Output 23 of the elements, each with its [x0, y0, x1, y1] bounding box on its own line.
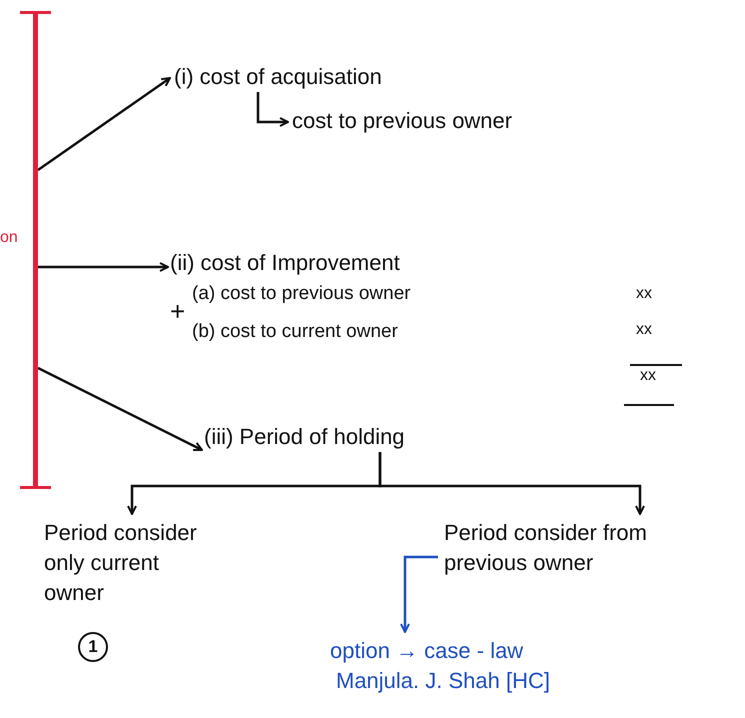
node-text: cost to previous owner — [292, 107, 512, 135]
node-text: Manjula. J. Shah [HC] — [335, 667, 550, 695]
node-text: option → case - law — [329, 637, 524, 665]
circled-number: 1 — [78, 632, 108, 662]
table-text: xx — [640, 368, 656, 384]
table-text: (b) cost to current owner — [192, 322, 398, 341]
cut-off-text: on — [0, 230, 18, 246]
arrow — [400, 556, 438, 633]
arrow — [256, 92, 289, 127]
node-text: Period consider only current owner — [44, 519, 198, 607]
arrow — [378, 452, 645, 515]
arrow — [38, 262, 169, 272]
table-text: xx — [636, 322, 652, 338]
vertical-bar — [33, 12, 38, 488]
arrow — [37, 76, 171, 172]
node-text: (ii) cost of Improvement — [170, 249, 400, 277]
table-text: xx — [636, 286, 652, 302]
plus-sign: + — [170, 298, 186, 324]
node-text: Period consider from previous owner — [444, 519, 648, 577]
table-text: (a) cost to previous owner — [192, 284, 411, 303]
node-text: (i) cost of acquisation — [174, 63, 382, 91]
arrow — [37, 366, 203, 452]
node-text: (iii) Period of holding — [204, 423, 405, 451]
